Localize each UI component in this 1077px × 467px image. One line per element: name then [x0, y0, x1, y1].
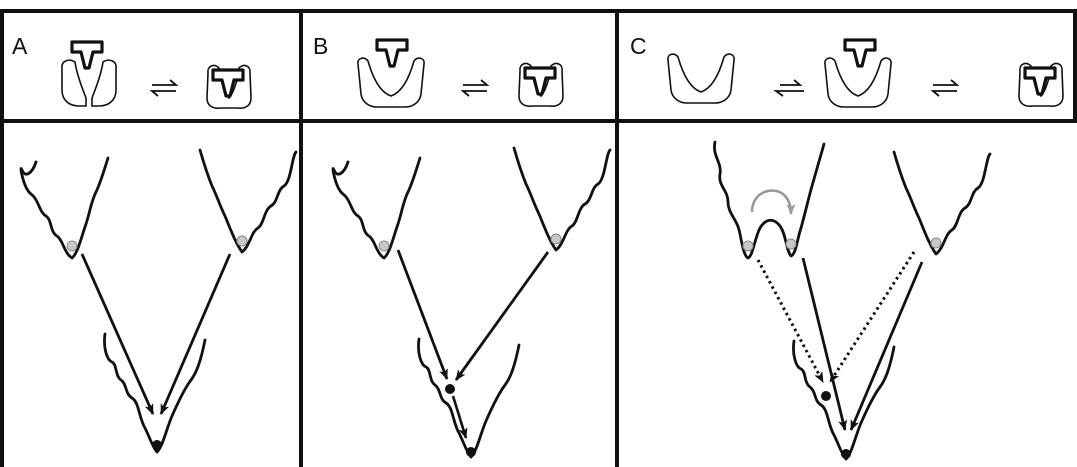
- unbound-state-marker: [785, 238, 797, 250]
- energy-funnel-icon: [198, 148, 298, 254]
- panel-a-energy-landscape: [19, 148, 298, 454]
- energy-funnel-icon: [512, 146, 612, 252]
- equilibrium-arrows-icon: [775, 79, 805, 97]
- equilibrium-arrows-icon: [151, 79, 177, 97]
- ligand-t-shape-icon: [375, 38, 409, 68]
- unbound-state-marker: [742, 240, 754, 252]
- bound-state-marker: [466, 447, 476, 457]
- binding-arrow: [396, 249, 449, 380]
- equilibrium-arrows-icon: [462, 79, 488, 97]
- panel-b-energy-landscape: [331, 146, 612, 459]
- ligand-t-shape-icon: [843, 38, 877, 68]
- energy-funnel-icon: [331, 156, 422, 260]
- unbound-state-marker: [236, 235, 248, 247]
- energy-funnel-icon: [713, 140, 826, 260]
- relaxation-arrow: [451, 395, 468, 439]
- binding-arrow: [849, 261, 924, 431]
- energy-funnel-icon: [19, 156, 110, 260]
- unbound-state-marker: [930, 237, 942, 249]
- binding-arrow: [80, 253, 155, 415]
- intermediate-state-marker: [445, 384, 455, 394]
- conformational-arrow: [750, 189, 796, 215]
- equilibrium-arrows-icon: [932, 79, 958, 97]
- binding-arrow-dotted: [756, 259, 825, 383]
- panel-b-schematic: [357, 38, 564, 108]
- panel-c-schematic: [667, 38, 1064, 108]
- unbound-state-marker: [66, 240, 78, 252]
- panel-a-schematic: [61, 40, 252, 109]
- panel-c-energy-landscape: [713, 140, 992, 461]
- panel-c-label: C: [630, 33, 647, 59]
- ligand-t-shape-icon: [70, 40, 104, 70]
- receptor-cup-icon: [667, 53, 735, 104]
- panel-b-label: B: [313, 33, 328, 59]
- energy-funnel-icon: [103, 332, 207, 454]
- bound-state-marker: [841, 449, 851, 459]
- energy-funnel-icon: [417, 337, 521, 459]
- unbound-state-marker: [378, 240, 390, 252]
- binding-arrow: [801, 257, 848, 431]
- energy-funnel-icon: [892, 150, 992, 256]
- binding-arrow: [454, 251, 550, 381]
- binding-arrow: [159, 253, 232, 415]
- bound-state-marker: [152, 440, 162, 450]
- panel-frames: [0, 9, 1077, 467]
- intermediate-state-marker: [821, 391, 831, 401]
- binding-arrow-dotted: [828, 251, 916, 383]
- panel-a-label: A: [12, 33, 28, 59]
- unbound-state-marker: [550, 233, 562, 245]
